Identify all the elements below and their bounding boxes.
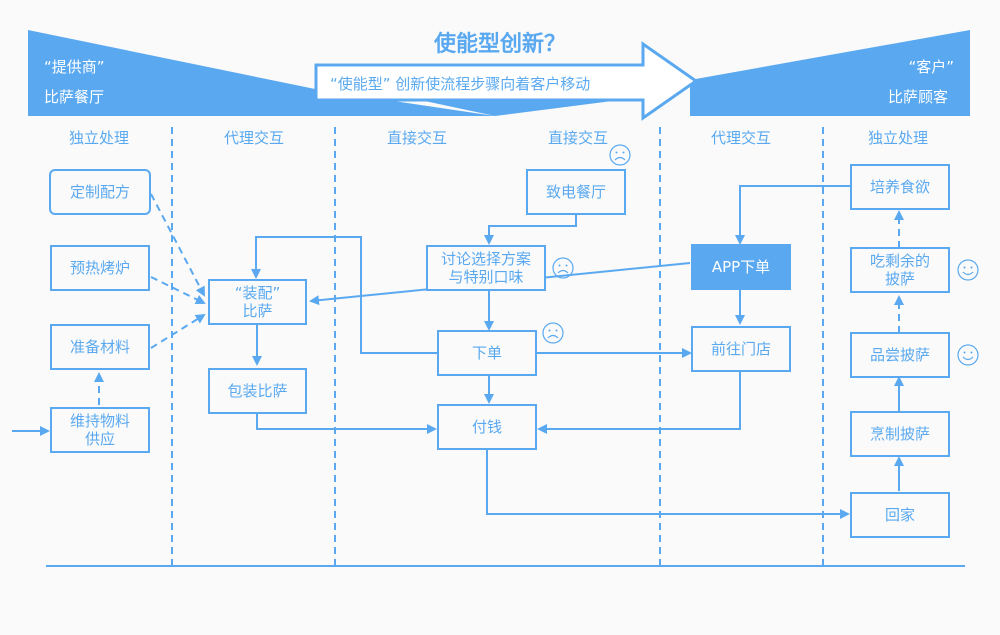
provider-wedge — [28, 30, 495, 116]
node-cook-pizza: 烹制披萨 — [850, 411, 950, 457]
node-pay: 付钱 — [437, 404, 537, 450]
node-app-order: APP下单 — [691, 244, 791, 290]
lane-separators — [171, 127, 824, 565]
lane-customer-independent: 独立处理 — [867, 129, 928, 147]
node-cultivate-appetite: 培养食欲 — [850, 164, 950, 210]
dashed-connectors — [94, 193, 904, 405]
enabling-arrow — [314, 41, 699, 121]
node-call-restaurant: 致电餐厅 — [526, 169, 626, 215]
node-assemble-pizza: “装配” 比萨 — [208, 279, 307, 325]
happy-face-icon — [957, 344, 979, 366]
lane-provider-independent: 独立处理 — [68, 129, 129, 147]
node-taste-pizza: 品尝披萨 — [850, 332, 950, 378]
happy-face-icon — [957, 259, 979, 281]
provider-name: 比萨餐厅 — [44, 88, 105, 106]
page-title: 使能型创新？ — [433, 32, 566, 57]
lane-direct-left: 直接交互 — [386, 129, 447, 147]
sad-face-icon — [609, 144, 631, 166]
node-place-order: 下单 — [437, 330, 537, 376]
node-preheat-oven: 预热烤炉 — [50, 245, 150, 291]
node-package-pizza: 包装比萨 — [208, 368, 307, 414]
customer-wedge — [690, 30, 970, 116]
node-custom-recipe: 定制配方 — [49, 169, 151, 215]
lane-provider-surrogate: 代理交互 — [223, 129, 284, 147]
lane-direct-right: 直接交互 — [547, 129, 608, 147]
node-maintain-supply: 维持物料 供应 — [50, 407, 150, 453]
lane-customer-surrogate: 代理交互 — [710, 129, 771, 147]
customer-label: “客户” — [908, 58, 954, 76]
provider-label: “提供商” — [44, 58, 105, 76]
node-eat-leftovers: 吃剩余的 披萨 — [850, 247, 950, 293]
arrow-caption: “使能型” 创新使流程步骤向着客户移动 — [330, 75, 591, 93]
arrow-shadow — [420, 100, 620, 116]
node-discuss-options: 讨论选择方案 与特别口味 — [426, 245, 546, 291]
node-go-to-store: 前往门店 — [691, 326, 791, 372]
sad-face-icon — [552, 257, 574, 279]
customer-name: 比萨顾客 — [887, 88, 948, 106]
node-prepare-materials: 准备材料 — [50, 324, 150, 370]
sad-face-icon — [542, 322, 564, 344]
node-go-home: 回家 — [850, 492, 950, 538]
